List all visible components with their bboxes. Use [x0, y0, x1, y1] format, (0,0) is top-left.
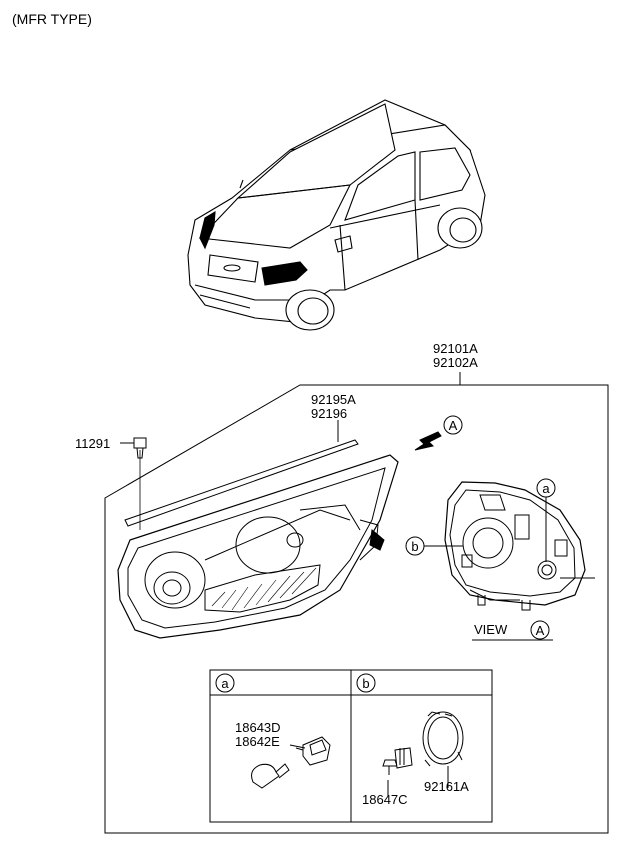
socket-a-illustration	[295, 736, 331, 766]
rear-view-illustration	[444, 481, 595, 611]
table-col-b-letter: b	[362, 676, 369, 691]
callout-a-rear: a	[542, 481, 550, 496]
view-arrow	[414, 431, 442, 451]
part-number-18643d: 18643D	[235, 720, 281, 735]
part-number-92161a: 92161A	[424, 779, 469, 794]
car-illustration	[187, 99, 486, 331]
bulb-b-illustration	[382, 747, 413, 775]
part-number-18647c: 18647C	[362, 792, 408, 807]
part-number-92195a: 92195A	[311, 392, 356, 407]
view-ref-letter: A	[536, 623, 545, 638]
view-label: VIEW	[474, 622, 508, 637]
assembly-frame	[104, 384, 609, 834]
bulb-a-illustration	[251, 763, 290, 789]
headlamp-illustration	[117, 439, 399, 639]
part-number-18642e: 18642E	[235, 734, 280, 749]
part-number-92102a: 92102A	[433, 355, 478, 370]
table-col-a-letter: a	[221, 676, 229, 691]
page-title: (MFR TYPE)	[12, 11, 92, 27]
part-number-92196: 92196	[311, 406, 348, 421]
part-number-92101a: 92101A	[433, 341, 478, 356]
socket-b-illustration	[422, 711, 464, 767]
callout-b-rear: b	[411, 539, 418, 554]
callout-A-arrow: A	[449, 418, 458, 433]
part-number-11291: 11291	[75, 436, 111, 451]
